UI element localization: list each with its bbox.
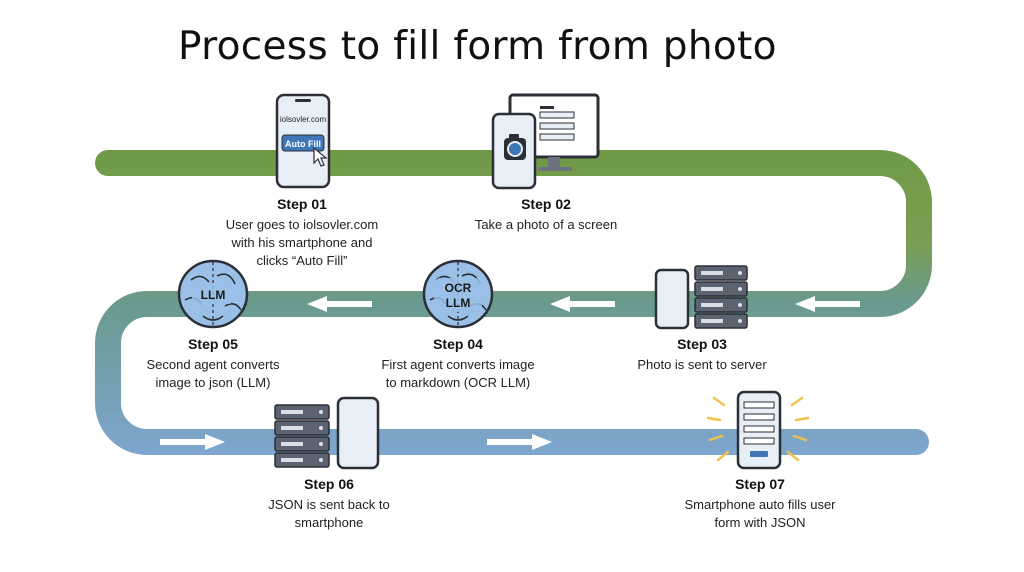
page-title: Process to fill form from photo	[178, 24, 777, 69]
camera-phone-monitor-icon	[491, 93, 600, 190]
brain-label-llm: LLM	[446, 296, 471, 310]
arrow-icon	[550, 296, 615, 312]
step-number: Step 03	[677, 336, 727, 352]
arrow-icon	[307, 296, 372, 312]
brain-label-ocr: OCR	[445, 281, 472, 295]
cursor-icon	[313, 146, 328, 167]
step-desc-line: with his smartphone and	[231, 235, 373, 250]
step-03-caption: Step 03 Photo is sent to server	[582, 336, 822, 374]
step-desc-line: to markdown (OCR LLM)	[385, 375, 531, 390]
step-02-caption: Step 02 Take a photo of a screen	[426, 196, 666, 234]
step-number: Step 04	[433, 336, 483, 352]
step-desc-line: clicks “Auto Fill”	[256, 253, 348, 268]
arrow-icon	[795, 296, 860, 312]
step-number: Step 02	[521, 196, 571, 212]
step-07-caption: Step 07 Smartphone auto fills user form …	[640, 476, 880, 532]
step-number: Step 01	[277, 196, 327, 212]
step-desc-line: User goes to iolsovler.com	[225, 217, 379, 232]
phone-site-text: iolsovler.com	[280, 115, 327, 124]
step-06-caption: Step 06 JSON is sent back to smartphone	[209, 476, 449, 532]
step-01-caption: Step 01 User goes to iolsovler.com with …	[182, 196, 422, 270]
brain-label-llm: LLM	[201, 288, 226, 302]
phone-server-icon	[654, 265, 748, 330]
step-04-caption: Step 04 First agent converts image to ma…	[338, 336, 578, 392]
step-desc-line: Photo is sent to server	[637, 357, 767, 372]
arrow-icon	[487, 434, 552, 450]
step-05-caption: Step 05 Second agent converts image to j…	[93, 336, 333, 392]
step-desc-line: First agent converts image	[381, 357, 535, 372]
step-number: Step 07	[735, 476, 785, 492]
step-desc-line: form with JSON	[714, 515, 806, 530]
step-desc-line: image to json (LLM)	[155, 375, 271, 390]
brain-icon: OCR LLM	[422, 259, 494, 329]
sparkle-icon	[706, 396, 810, 462]
step-desc-line: Second agent converts	[146, 357, 280, 372]
server-icon	[274, 404, 330, 468]
server-phone-icon	[274, 396, 380, 470]
process-path	[95, 150, 932, 455]
server-icon	[694, 265, 748, 329]
step-number: Step 05	[188, 336, 238, 352]
auto-fill-label: Auto Fill	[285, 139, 321, 149]
phone-form-icon	[706, 390, 810, 470]
step-desc-line: JSON is sent back to	[268, 497, 390, 512]
step-number: Step 06	[304, 476, 354, 492]
step-desc-line: Take a photo of a screen	[474, 217, 618, 232]
step-desc-line: Smartphone auto fills user	[684, 497, 836, 512]
smartphone-icon: iolsovler.com Auto Fill	[275, 93, 331, 189]
arrow-icon	[160, 434, 225, 450]
step-desc-line: smartphone	[294, 515, 364, 530]
brain-icon: LLM	[177, 259, 249, 329]
